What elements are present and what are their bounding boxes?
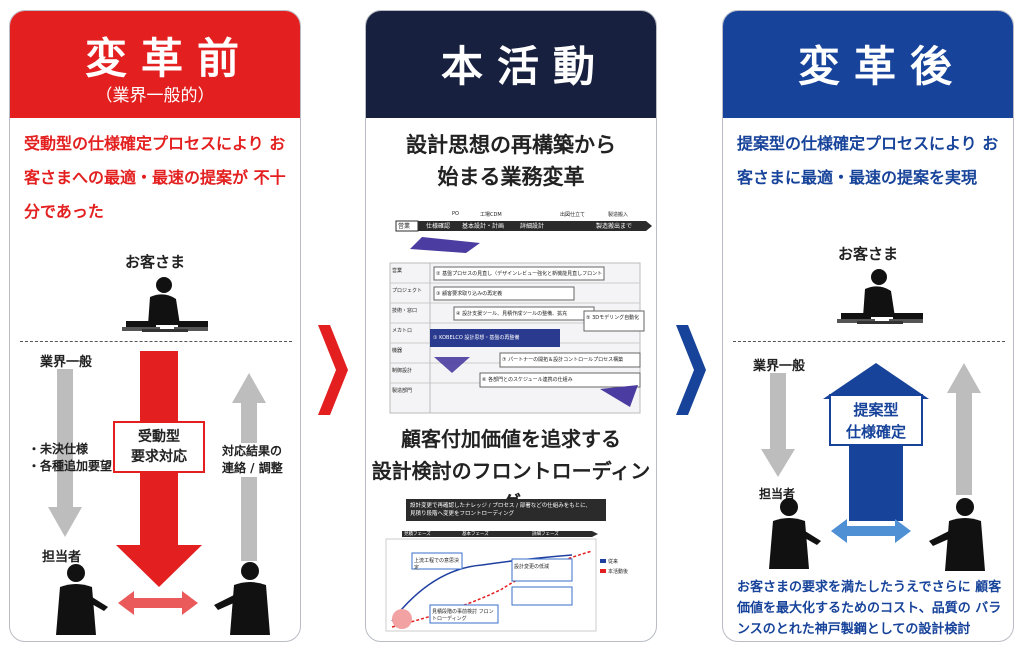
process-item-3: ⑤ 3Dモデリング自動化 [586,315,640,321]
panel-activity-lead: 設計思想の再構築から 始まる業務変革 [366,129,656,193]
right-note-2: 連絡 / 調整 [222,460,283,477]
engineer-person-after-icon [929,498,985,571]
panel-before: 変革前 （業界一般的） 受動型の仕様確定プロセスにより お客さまへの最適・最速の… [9,10,301,642]
process-row-2: 技術・窓口 [392,308,418,314]
process-row-1: プロジェクト [392,288,423,294]
proposal-box-line1: 提案型 [853,401,899,419]
passive-request-box: 受動型 要求対応 [113,421,205,473]
person-label-after: 担当者 [759,487,796,501]
panel-after-header: 変革後 [723,11,1013,118]
phase-2: 詳細フェーズ [532,532,559,537]
passive-box-line2: 要求対応 [131,449,187,465]
milestone-2: 出図仕立て [560,212,586,218]
frontloading-banner: 設計変更で再確認したナレッジ / プロセス / 部署などの仕組みをもとに、 見積… [410,502,604,518]
blue-chevron-icon [676,325,706,415]
industry-label: 業界一般 [40,355,93,370]
process-row-5: 制御設計 [392,368,413,374]
staff-person-after-icon [769,498,821,569]
panel-activity-header: 本活動 [366,11,656,118]
process-row-4: 機器 [392,348,403,354]
right-note-1: 対応結果の [222,443,283,460]
person-label: 担当者 [42,550,82,565]
process-item-5: ⑦ パートナーの開拓＆設計コントロールプロセス構築 [502,357,624,363]
timeline-stage-3: 詳細設計 [520,223,545,230]
process-row-6: 製造部門 [392,388,413,394]
panel-after-lead: 提案型の仕様確定プロセスにより お客さまに最適・最速の提案を実現 [737,134,999,187]
left-note-2: ・各種追加要望 [28,459,113,473]
process-item-6: ⑥ 各部門とのスケジュール連携の仕組み [482,377,573,383]
milestone-1: 工場CDM [480,212,502,218]
industry-label-after: 業界一般 [753,359,806,374]
frontloading-document: 設計変更で再確認したナレッジ / プロセス / 部署などの仕組みをもとに、 見積… [372,499,650,635]
activity-mid-line1: 顧客付加価値を追求する [401,427,621,451]
gray-down-arrow-icon [48,369,82,537]
panel-before-header: 変革前 （業界一般的） [10,11,300,118]
process-item-4: ① KOBELCO 設計思想・基盤の再整備 [433,335,520,341]
process-item-0: ② 基盤プロセスの見直し（デザインレビュー強化と新機能見直しフロントローディング… [436,271,602,277]
banner-line1: 設計変更で再確認したナレッジ / プロセス / 部署などの仕組みをもとに、 [410,503,591,509]
timeline-stage-4: 製造搬出まで [596,223,633,230]
banner-line2: 見積り段階へ変更をフロントローディング [410,511,515,517]
process-row-0: 営業 [392,268,403,274]
panel-before-title: 変革前 [84,34,253,83]
left-note-1: ・未決仕様 [28,442,89,456]
process-document: 営業 仕様確認 基本設計・計画 詳細設計 製造搬出まで PO 工場CDM 出図仕… [370,207,652,417]
customer-figure-icon [122,277,208,332]
gray-up-arrow-after-icon [947,363,981,495]
frontloading-doc-graphic [385,499,606,632]
customer-figure-after-icon [837,269,923,324]
callout-2: 設計変更の低減 [514,564,550,570]
process-item-2: ④ 設計支援ツール、見積作成ツールの整備、拡充 [456,311,568,317]
blue-double-arrow-icon [831,519,911,543]
proposal-spec-box: 提案型 仕様確定 [829,394,923,446]
process-row-3: メカトロ [392,328,413,334]
panel-before-lead: 受動型の仕様確定プロセスにより お客さまへの最適・最速の提案が 不十分であった [24,134,286,221]
red-double-arrow-icon [118,591,198,615]
panel-activity-title: 本活動 [440,42,609,91]
milestone-0: PO [452,211,459,217]
activity-mid-text: 顧客付加価値を追求する 設計検討のフロントローディング [366,423,656,519]
divider-line-after [733,341,1005,342]
phase-0: 見積フェーズ [404,532,431,537]
customer-label-after: お客さま [838,245,899,263]
timeline-stage-1: 仕様確認 [426,223,451,230]
timeline-stage-0: 営業 [398,223,411,230]
phase-1: 基本フェーズ [462,532,489,537]
staff-person-icon [56,564,108,635]
customer-label: お客さま [125,253,186,271]
gray-up-arrow-icon [232,373,266,561]
legend-1: 本活動後 [608,569,629,575]
panel-activity: 本活動 設計思想の再構築から 始まる業務変革 [365,10,657,642]
passive-box-line1: 受動型 [138,429,180,445]
panel-after-bottom-text: お客さまの要求を満たしたうえでさらに 顧客価値を最大化するためのコスト、品質の … [737,580,1002,637]
red-chevron-icon [318,325,348,415]
process-doc-graphic [389,220,652,414]
engineer-person-icon [214,562,270,635]
proposal-box-line2: 仕様確定 [845,423,906,441]
legend-0: 従来 [608,559,619,565]
timeline-stage-2: 基本設計・計画 [462,223,505,230]
process-item-1: ③ 顧客要求取り込みの再定義 [436,291,503,297]
activity-lead-line2: 始まる業務変革 [437,165,585,189]
milestone-3: 製造搬入 [608,212,629,218]
activity-lead-line1: 設計思想の再構築から [406,133,616,157]
callout-1: 上流工程での意思決定 [414,558,460,571]
activity-mid-line2: 設計検討のフロントローディング [371,459,651,515]
panel-after: 変革後 提案型の仕様確定プロセスにより お客さまに最適・最速の提案を実現 お客さ… [722,10,1014,642]
panel-before-subtitle: （業界一般的） [95,86,215,106]
divider-line [20,341,292,342]
panel-after-title: 変革後 [797,42,966,91]
callout-0: 見積段階の事前検討 フロントローディング [432,609,494,622]
gray-down-arrow-after-icon [761,373,795,477]
